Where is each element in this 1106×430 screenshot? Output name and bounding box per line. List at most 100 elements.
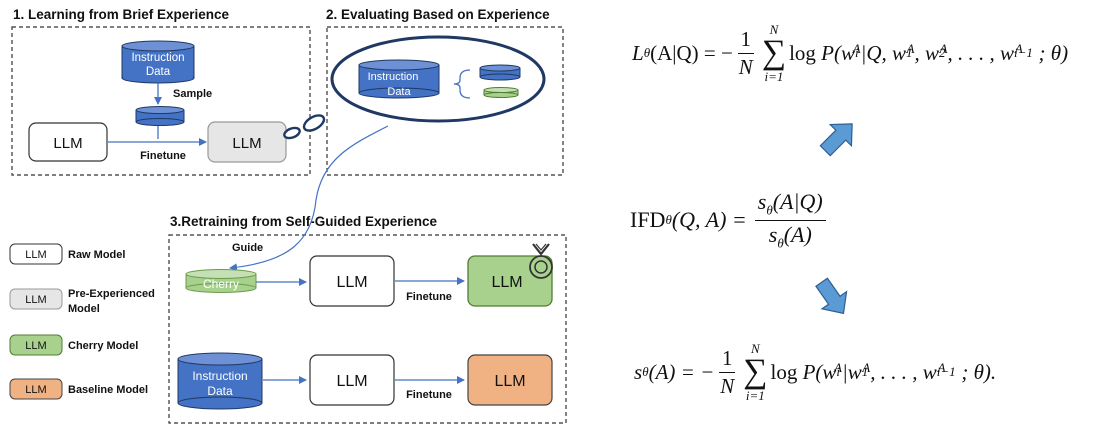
p2-data-label: Data [387,86,411,98]
formula-text: A [1014,41,1023,56]
p1-raw-llm-box [28,122,108,162]
p1-raw-llm-label: LLM [53,135,82,152]
p1-sample-cylinder [135,106,185,126]
legend-text: Raw Model [68,249,125,261]
formula-text: 1 [861,364,869,379]
p1-pre-llm-box [207,121,287,163]
panel-3-title: 3.Retraining from Self-Guided Experience [170,214,438,229]
formula-text: 1 [906,45,913,60]
legend-box-label: LLM [25,340,46,352]
p1-finetune-label: Finetune [140,150,186,162]
panel-2-frame [326,26,564,176]
guide-label: Guide [232,242,263,254]
formula-text: L [632,40,644,65]
p1-instruction-data-cylinder: Instruction Data [121,40,195,84]
medal-icon [529,243,553,279]
formula-text: s [634,359,643,384]
formula-text: 1 [737,27,755,54]
formula-text: s [757,189,767,215]
p3-cherry-cylinder: Cherry [185,269,257,293]
legend-box-label: LLM [25,294,46,306]
formula-text: P [821,40,834,65]
formula-text: (w [833,40,855,65]
formula-text: i=1 [745,388,765,403]
thought-bubble-small [283,126,301,140]
formula-text: θ [766,202,773,218]
formula-text: (A) [783,221,812,247]
p3-row2-raw-llm-label: LLM [336,373,367,390]
p3-baseline-llm-box [467,354,553,406]
legend-item-cherry: LLM Cherry Model [9,334,138,356]
panel-1-frame [11,26,311,176]
panel-3-frame [168,234,567,424]
formula-text: N [720,373,735,398]
formula-text: N [751,341,760,356]
legend-item-pre: LLM Pre-Experienced Model [9,288,155,315]
summation: N∑i=1 [761,22,787,84]
p3-row2-finetune-label: Finetune [406,389,452,401]
down-right-arrow-icon [815,277,848,315]
up-right-arrow-icon [819,123,853,157]
legend-box-label: LLM [25,249,46,261]
p1-instruction-label: Instruction [131,52,184,64]
fraction: sθ(A|Q) sθ(A) [754,189,826,251]
formula-text: |w [842,359,862,384]
p2-cherry-subset-cylinder [483,87,519,98]
legend: LLM Raw Model LLM Pre-Experienced Model … [9,243,155,400]
formula-text: IFD [630,207,666,232]
formula-text: (A) = − [648,359,715,384]
p3-baseline-llm-label: LLM [494,373,525,390]
formula-text: (A|Q) [772,189,823,215]
formula-text: , . . . , w [870,359,937,384]
p3-row1-raw-llm-label: LLM [336,274,367,291]
formula-text: N [738,54,753,79]
p3-row1-finetune-label: Finetune [406,291,452,303]
p2-brace [453,69,471,99]
formula-text: i [836,364,841,379]
formula-text: P [802,359,816,384]
p3-cherry-llm-label: LLM [491,274,522,291]
formula-text: s [768,221,778,247]
legend-text: Cherry Model [68,340,138,352]
guide-curve-arrow [229,125,389,272]
formula-text: (w [815,359,837,384]
panel-1-title: 1. Learning from Brief Experience [13,7,230,22]
formula-text: A [862,360,871,375]
formula-text: θ [642,364,649,379]
p3-instruction-data-cylinder: Instruction Data [177,352,263,410]
p2-instruction-label: Instruction [368,71,419,83]
p3-cherry-label: Cherry [203,277,239,291]
formula-text: A [937,360,946,375]
formula-text: , w [914,40,939,65]
legend-text: Baseline Model [68,384,148,396]
legend-text: Pre-Experienced [68,288,155,300]
p1-pre-llm-label: LLM [232,135,261,152]
formula-text: (A|Q) = − [650,40,733,65]
formula-text: θ [665,212,672,227]
thought-bubble-medium [302,114,326,132]
formula-text: (Q, A) = [671,207,747,232]
legend-item-baseline: LLM Baseline Model [9,378,148,400]
formula-text: log [770,359,798,384]
formula-text: A [852,41,861,56]
formula-text: 2 [938,45,946,60]
p2-large-subset-cylinder [479,64,521,81]
legend-box-label: LLM [25,384,46,396]
formula-text: A [939,41,948,56]
formula-text: ; θ) [1038,40,1069,65]
p3-row2-raw-llm-box [309,354,395,406]
p3-data-label: Data [207,384,233,398]
p1-data-label: Data [146,66,171,78]
formula-text: 1 [718,346,736,373]
formula-text: N [769,22,779,37]
p3-instruction-label: Instruction [192,369,247,383]
p3-row1-raw-llm-box [309,255,395,307]
formula-text: |Q, w [860,40,907,65]
formula-text: A [834,360,842,375]
formula-text: θ [777,234,784,250]
